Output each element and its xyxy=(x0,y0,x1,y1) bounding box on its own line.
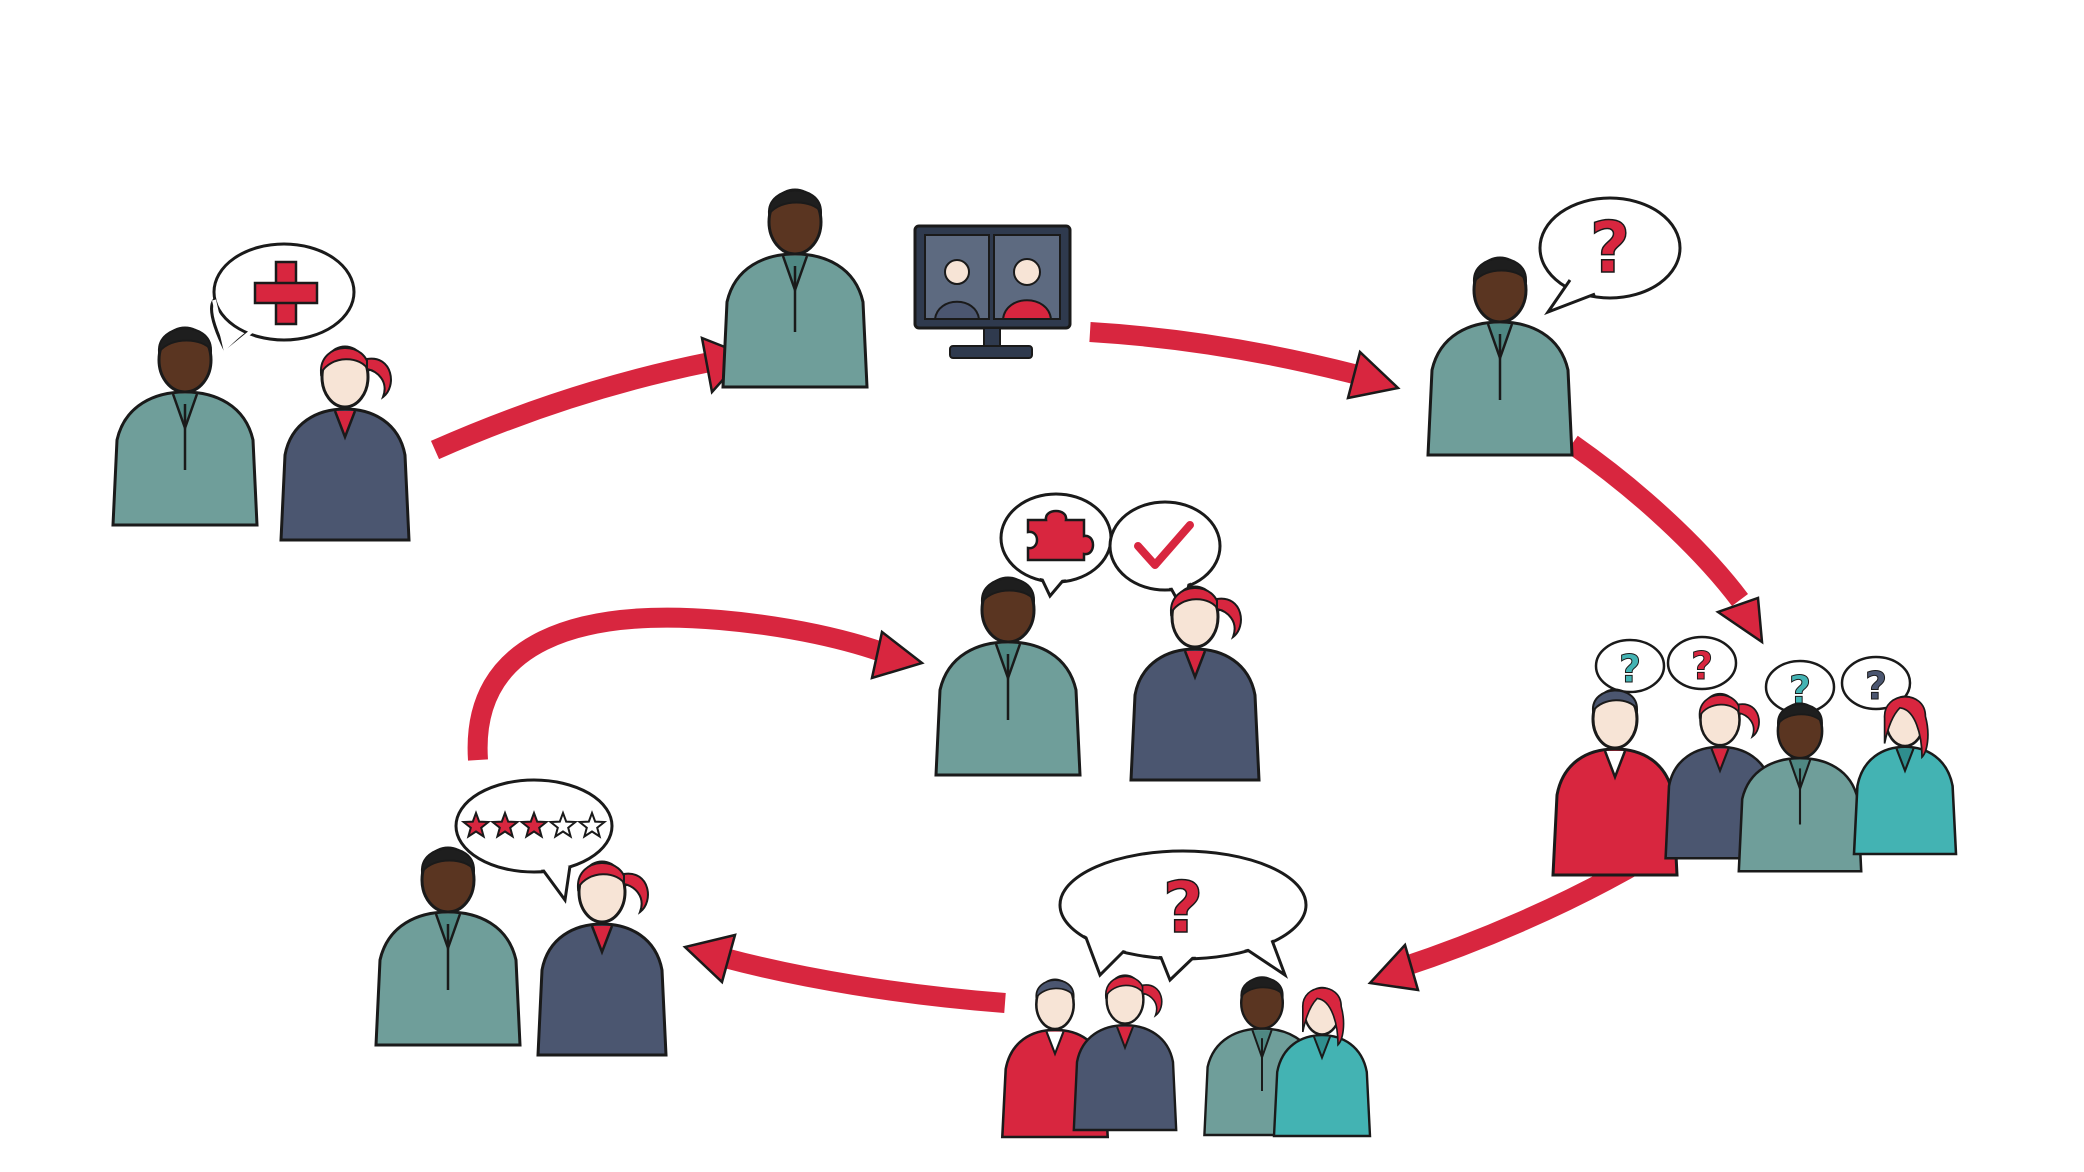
puzzle-piece-icon xyxy=(1026,509,1095,562)
woman-figure xyxy=(279,345,411,542)
svg-text:?: ? xyxy=(1789,668,1811,712)
group-person-teal xyxy=(1852,695,1958,856)
discussion-person-teal xyxy=(1272,986,1372,1138)
scene-4-group-questions: ? ? ? ? xyxy=(1551,635,1958,877)
scene-7-agreement xyxy=(934,492,1261,782)
svg-text:?: ? xyxy=(1619,647,1641,691)
checkmark-icon xyxy=(1134,521,1194,569)
speech-bubble-question: ? xyxy=(1538,196,1682,316)
star-empty-icon xyxy=(547,810,579,839)
man-figure xyxy=(111,326,259,527)
star-filled-icon xyxy=(489,810,521,839)
rater-man-figure xyxy=(374,846,522,1047)
scene-1-conversation xyxy=(111,242,411,542)
presenter-figure xyxy=(721,188,869,389)
speech-bubble-question-b: ? xyxy=(1666,635,1738,691)
arrow-3-to-4 xyxy=(1566,435,1764,645)
scene-6-rating xyxy=(374,778,668,1057)
star-rating-icon xyxy=(460,810,608,839)
agreement-man-figure xyxy=(934,576,1082,777)
agreement-woman-figure xyxy=(1129,585,1261,782)
speech-bubble-plus xyxy=(210,242,356,356)
speech-bubble-puzzle xyxy=(999,492,1113,599)
svg-text:?: ? xyxy=(1163,867,1204,949)
star-filled-icon xyxy=(460,810,492,839)
speech-bubble-group-question: ? xyxy=(1058,849,1308,983)
scene-5-group-discussion: ? xyxy=(1001,849,1372,1139)
star-empty-icon xyxy=(576,810,608,839)
arrow-1-to-2 xyxy=(430,336,748,460)
speech-bubble-rating xyxy=(454,778,614,904)
question-mark: ? xyxy=(1590,207,1631,289)
star-filled-icon xyxy=(518,810,550,839)
speech-bubble-question-d: ? xyxy=(1840,655,1912,711)
svg-text:?: ? xyxy=(1691,644,1713,688)
svg-text:?: ? xyxy=(1865,664,1887,708)
plus-icon xyxy=(253,260,319,326)
arrow-2-to-3 xyxy=(1089,322,1401,400)
scene-3-question: ? xyxy=(1426,196,1682,457)
arrow-6-to-7 xyxy=(467,607,925,761)
questioner-figure xyxy=(1426,256,1574,457)
scene-2-video-call xyxy=(721,188,1072,389)
speech-bubble-question-c: ? xyxy=(1764,659,1836,715)
group-person-red xyxy=(1551,688,1679,877)
speech-bubble-question-a: ? xyxy=(1594,638,1666,694)
arrow-5-to-6 xyxy=(682,933,1006,1013)
monitor-icon xyxy=(913,224,1072,359)
discussion-person-woman xyxy=(1072,974,1178,1132)
